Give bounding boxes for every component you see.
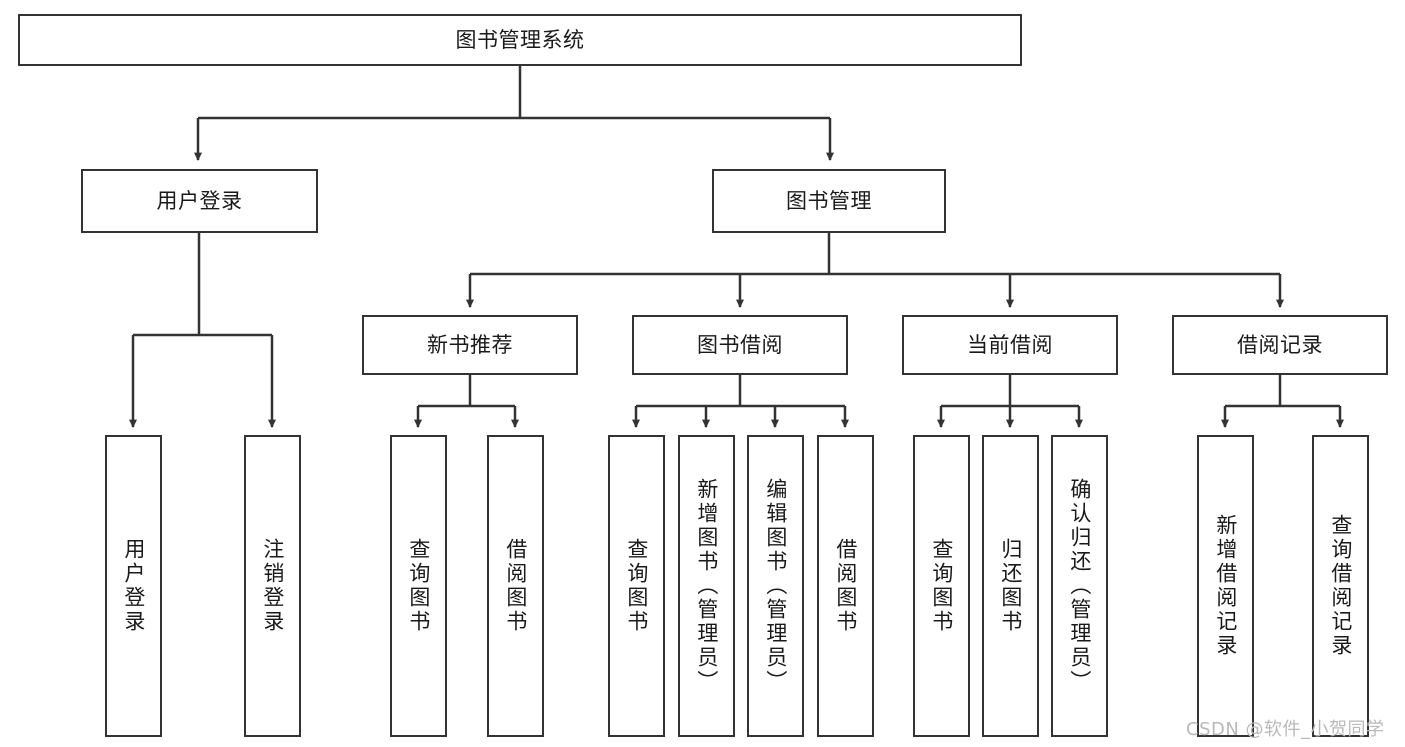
- node-leaf-query-book-1-label: 查询图书: [406, 538, 431, 634]
- node-current-borrow[interactable]: 当前借阅: [902, 315, 1118, 375]
- node-leaf-borrow-book-1[interactable]: 借阅图书: [487, 435, 544, 737]
- node-leaf-query-book-2[interactable]: 查询图书: [608, 435, 665, 737]
- node-leaf-add-borrow-record[interactable]: 新增借阅记录: [1197, 435, 1254, 737]
- node-leaf-borrow-book-2-label: 借阅图书: [833, 538, 858, 634]
- node-leaf-confirm-return-admin[interactable]: 确认归还（管理员）: [1051, 435, 1108, 737]
- node-leaf-query-book-2-label: 查询图书: [624, 538, 649, 634]
- node-root[interactable]: 图书管理系统: [18, 14, 1022, 66]
- node-leaf-edit-book-admin[interactable]: 编辑图书（管理员）: [747, 435, 804, 737]
- node-leaf-add-borrow-record-label: 新增借阅记录: [1213, 514, 1238, 658]
- node-new-book-recommend[interactable]: 新书推荐: [362, 315, 578, 375]
- node-leaf-user-login[interactable]: 用户登录: [105, 435, 162, 737]
- node-new-book-recommend-label: 新书推荐: [427, 332, 513, 357]
- node-leaf-edit-book-admin-label: 编辑图书（管理员）: [763, 478, 788, 694]
- node-leaf-return-book[interactable]: 归还图书: [982, 435, 1039, 737]
- node-root-label: 图书管理系统: [455, 27, 585, 52]
- node-book-borrow[interactable]: 图书借阅: [632, 315, 848, 375]
- node-leaf-query-borrow-record[interactable]: 查询借阅记录: [1312, 435, 1369, 737]
- node-leaf-return-book-label: 归还图书: [998, 538, 1023, 634]
- node-leaf-logout-login-label: 注销登录: [260, 538, 285, 634]
- node-user-login-label: 用户登录: [156, 188, 243, 213]
- node-borrow-record[interactable]: 借阅记录: [1172, 315, 1388, 375]
- node-book-management[interactable]: 图书管理: [712, 169, 946, 233]
- node-leaf-add-book-admin-label: 新增图书（管理员）: [694, 478, 719, 694]
- node-borrow-record-label: 借阅记录: [1237, 332, 1323, 357]
- node-leaf-borrow-book-2[interactable]: 借阅图书: [817, 435, 874, 737]
- node-current-borrow-label: 当前借阅: [967, 332, 1053, 357]
- node-leaf-user-login-label: 用户登录: [121, 538, 146, 634]
- node-user-login[interactable]: 用户登录: [81, 169, 318, 233]
- node-book-borrow-label: 图书借阅: [697, 332, 783, 357]
- node-leaf-logout-login[interactable]: 注销登录: [244, 435, 301, 737]
- node-leaf-add-book-admin[interactable]: 新增图书（管理员）: [678, 435, 735, 737]
- node-leaf-query-book-3[interactable]: 查询图书: [913, 435, 970, 737]
- node-leaf-query-borrow-record-label: 查询借阅记录: [1328, 514, 1353, 658]
- node-leaf-query-book-1[interactable]: 查询图书: [390, 435, 447, 737]
- node-leaf-confirm-return-admin-label: 确认归还（管理员）: [1067, 478, 1092, 694]
- node-book-management-label: 图书管理: [786, 188, 872, 213]
- node-leaf-borrow-book-1-label: 借阅图书: [503, 538, 528, 634]
- node-leaf-query-book-3-label: 查询图书: [929, 538, 954, 634]
